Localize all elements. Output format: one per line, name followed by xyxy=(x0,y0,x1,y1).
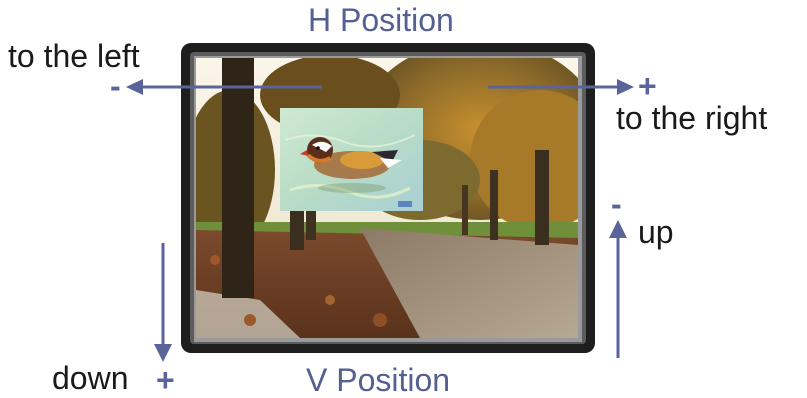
left-arrow xyxy=(126,79,322,95)
right-arrow xyxy=(488,79,634,95)
to-the-left-label: to the left xyxy=(8,38,140,74)
duck-overlay-image xyxy=(280,108,423,211)
to-the-right-label: to the right xyxy=(616,100,768,136)
down-label: down xyxy=(52,360,129,396)
down-arrow xyxy=(154,243,172,362)
left-minus-sign: - xyxy=(110,68,121,104)
h-position-title: H Position xyxy=(308,2,454,38)
up-minus-sign: - xyxy=(611,186,622,222)
right-plus-sign: + xyxy=(638,68,657,104)
up-arrow xyxy=(609,220,627,358)
up-label: up xyxy=(638,214,674,250)
down-plus-sign: + xyxy=(156,362,175,398)
v-position-title: V Position xyxy=(306,362,451,398)
